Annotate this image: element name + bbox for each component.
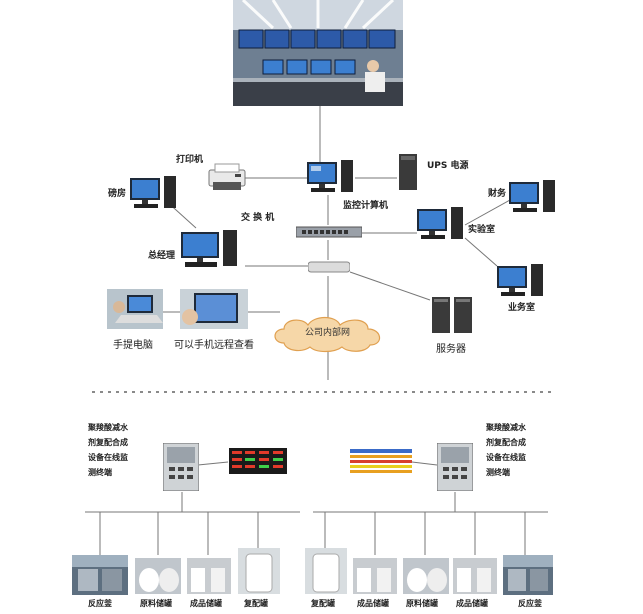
lab-label: 实验室 <box>468 225 496 235</box>
general-manager-label: 总经理 <box>148 251 176 261</box>
right-tank-label-2: 成品储罐 <box>357 599 389 608</box>
left-tank-label-1: 反应釜 <box>88 599 112 608</box>
printer-label: 打印机 <box>176 155 204 165</box>
intranet-label: 公司内部网 <box>305 328 351 338</box>
line-left-terminal-display <box>197 461 229 466</box>
printer-icon <box>208 163 246 190</box>
router-icon <box>308 261 350 273</box>
mobile-phone-photo <box>180 289 248 329</box>
tank-photo-reactor-left <box>72 555 128 595</box>
left-tank-label-2: 原料储罐 <box>140 599 172 608</box>
weighing-room-label: 磅房 <box>108 189 127 199</box>
intranet-cloud-icon <box>274 316 381 353</box>
switch-label: 交 换 机 <box>241 213 275 223</box>
left-control-cabinet-photo <box>163 443 199 491</box>
weighing-room-computer-icon <box>130 176 176 208</box>
right-terminal-title: 聚羧酸减水 剂复配合成 设备在线监 测终端 <box>486 423 526 477</box>
general-manager-computer-icon <box>181 230 237 267</box>
right-status-table <box>350 449 412 475</box>
laptop-photo <box>107 289 163 329</box>
line-lab-finance <box>464 199 511 226</box>
monitor-pc-label: 监控计算机 <box>343 201 389 211</box>
ups-label: UPS 电源 <box>427 161 469 171</box>
tank-photo-product-left <box>187 558 231 594</box>
finance-label: 财务 <box>488 189 507 199</box>
left-led-display <box>229 448 287 474</box>
server-label: 服务器 <box>436 344 466 355</box>
switch-icon <box>296 226 362 238</box>
right-tank-label-3: 原料储罐 <box>406 599 438 608</box>
tank-photo-blend-left <box>238 548 280 594</box>
line-lab-business <box>464 237 498 267</box>
tank-photo-reactor-right <box>503 555 553 595</box>
left-tank-label-3: 成品储罐 <box>190 599 222 608</box>
server-icon <box>432 297 472 333</box>
line-router-server <box>349 271 431 301</box>
right-tank-label-5: 反应釜 <box>518 599 542 608</box>
line-right-display-terminal <box>411 461 438 466</box>
left-tank-label-4: 复配罐 <box>244 599 268 608</box>
tank-photo-product-right-1 <box>353 558 397 594</box>
tank-photo-raw-left <box>135 558 181 594</box>
left-terminal-title: 聚羧酸减水 剂复配合成 设备在线监 测终端 <box>88 423 128 477</box>
control-room-photo <box>233 0 403 106</box>
monitor-computer-icon <box>307 160 353 192</box>
tank-photo-product-right-2 <box>453 558 497 594</box>
lab-computer-icon <box>417 207 463 239</box>
ups-icon <box>399 154 417 190</box>
right-control-cabinet-photo <box>437 443 473 491</box>
tank-photo-blend-right <box>305 548 347 594</box>
tank-photo-raw-right <box>403 558 449 594</box>
business-office-label: 业务室 <box>508 303 536 313</box>
right-tank-label-1: 复配罐 <box>311 599 335 608</box>
business-office-computer-icon <box>497 264 543 296</box>
finance-computer-icon <box>509 180 555 212</box>
right-tank-label-4: 成品储罐 <box>456 599 488 608</box>
laptop-label: 手提电脑 <box>113 340 153 351</box>
mobile-label: 可以手机远程查看 <box>174 340 254 351</box>
